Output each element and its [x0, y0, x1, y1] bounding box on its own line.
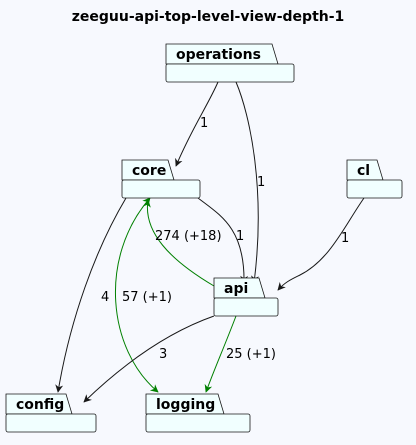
edge-label-operations-core: 1	[200, 116, 208, 131]
package-config[interactable]: config	[5, 393, 97, 433]
package-core[interactable]: core	[121, 159, 201, 199]
edge-api-logging	[204, 315, 237, 393]
package-core-label: core	[132, 163, 166, 179]
edge-cl-api	[277, 197, 365, 291]
package-operations-label: operations	[176, 47, 261, 63]
edge-core-api	[197, 197, 249, 284]
edge-operations-api	[235, 81, 259, 284]
package-logging-label: logging	[156, 397, 215, 413]
edge-label-operations-api: 1	[257, 175, 265, 190]
package-config-label: config	[16, 397, 64, 413]
package-api-label: api	[224, 281, 248, 297]
edge-label-core-api: 1	[236, 229, 244, 244]
diagram-title: zeeguu-api-top-level-view-depth-1	[71, 9, 345, 25]
package-operations[interactable]: operations	[165, 43, 295, 83]
edge-core-logging	[115, 197, 159, 393]
edge-label-api-config: 3	[159, 347, 167, 362]
edge-core-config	[55, 197, 127, 393]
edge-label-core-logging: 57 (+1)	[122, 290, 172, 305]
package-cl[interactable]: cl	[346, 159, 403, 199]
edge-label-api-core: 274 (+18)	[155, 229, 222, 244]
edge-operations-core	[175, 81, 219, 167]
package-api[interactable]: api	[213, 277, 279, 317]
edge-api-config	[83, 315, 215, 403]
edge-label-core-config: 4	[101, 290, 109, 305]
edge-label-api-logging: 25 (+1)	[226, 347, 276, 362]
package-logging[interactable]: logging	[145, 393, 251, 433]
package-cl-label: cl	[357, 163, 370, 179]
edge-label-cl-api: 1	[341, 231, 349, 246]
